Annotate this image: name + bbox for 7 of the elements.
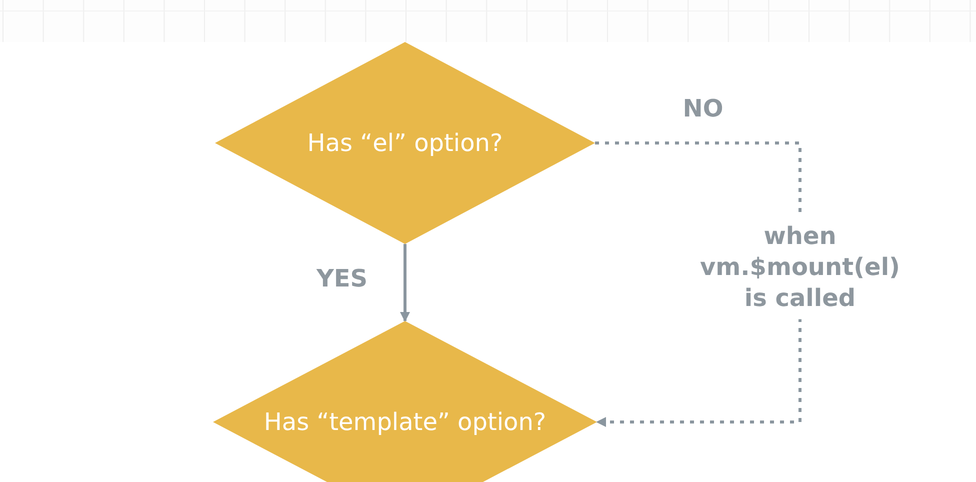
decision-text: Has “template” option? — [264, 406, 546, 438]
decision-diamond — [215, 42, 595, 244]
decision-text: Has “el” option? — [307, 128, 503, 159]
decision-diamond — [213, 321, 597, 482]
arrow — [400, 244, 410, 322]
edge-label: NO — [682, 93, 724, 124]
edge-label: YES — [316, 263, 368, 294]
